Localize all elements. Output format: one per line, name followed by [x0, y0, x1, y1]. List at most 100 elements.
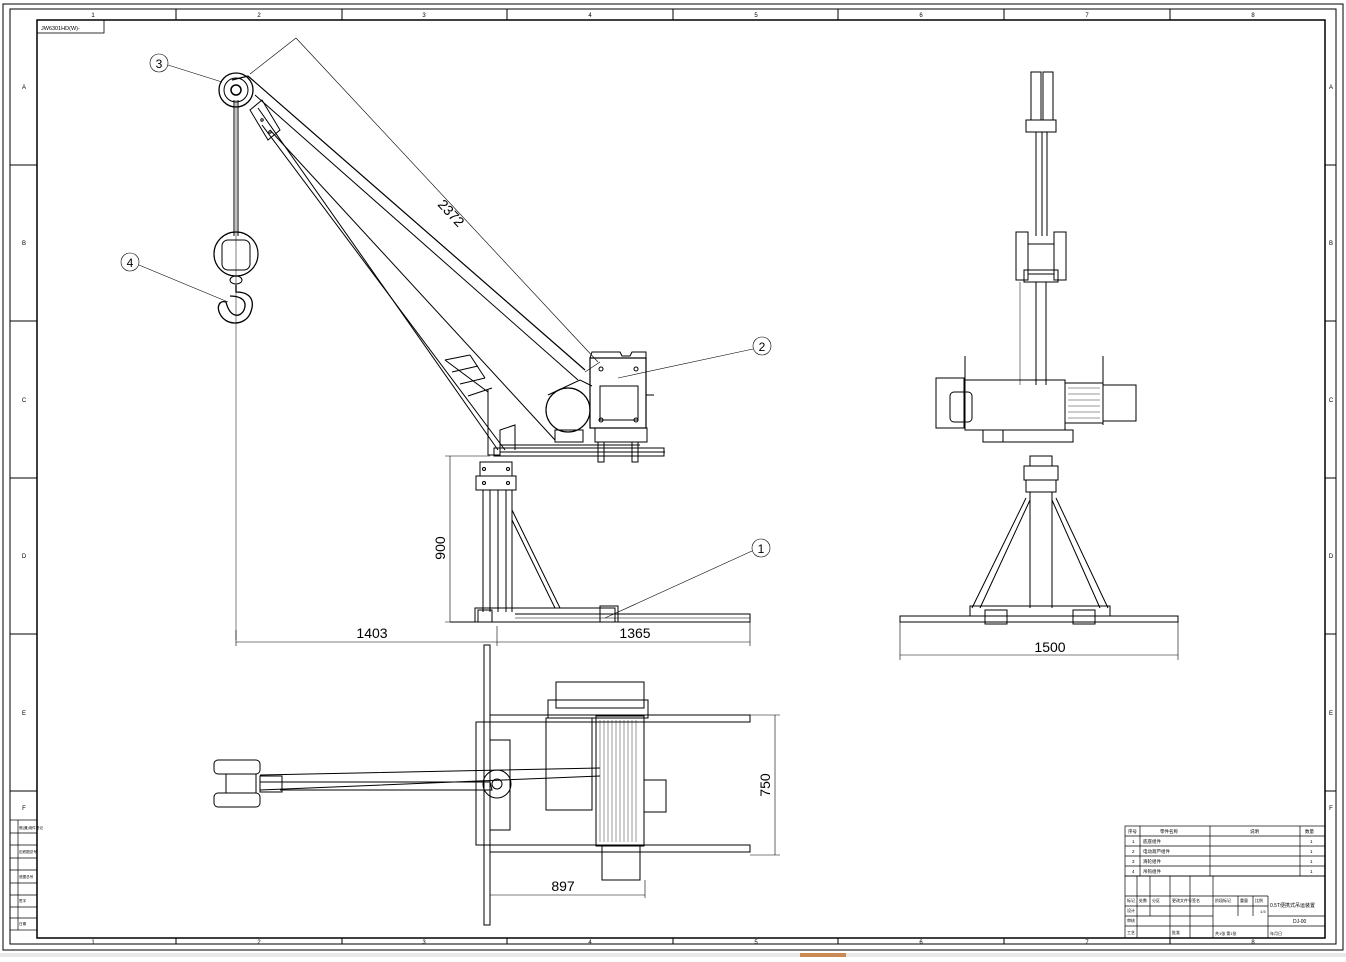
side-view-dimensions: [235, 37, 751, 646]
scale-value: 1:5: [1260, 909, 1266, 914]
grid-row-label: A: [22, 85, 26, 91]
approver-label: 批准: [1172, 929, 1180, 935]
grid-col-label: 5: [754, 13, 758, 19]
scrollbar-accent: [800, 953, 846, 957]
parts-list-text: 序号 零件名称 说明 数量 1 底座组件 1 2 电动葫芦组件 1 3 滑轮组件…: [1128, 828, 1314, 875]
date-label: 年月日: [1270, 930, 1282, 936]
mark-label: 标记: [1127, 897, 1135, 903]
header-note: JW6301HD(W)-: [36, 19, 105, 34]
grid-col-label: 2: [257, 13, 261, 19]
scale-label: 比例: [1255, 897, 1263, 903]
grid-row-label: F: [22, 806, 26, 812]
parts-list-table: [1124, 825, 1326, 877]
title-block: [1124, 875, 1326, 939]
strip-label: 底图总号: [19, 874, 34, 879]
dim-plan-width: 897: [551, 878, 575, 894]
left-record-labels: 借(通)用件登记 旧底图总号 底图总号 签字 日期: [19, 825, 43, 926]
parts-header-note: 说明: [1250, 828, 1259, 835]
grid-col-label: 8: [1251, 13, 1255, 19]
strip-label: 日期: [19, 921, 27, 926]
end-view: [899, 71, 1179, 625]
header-note-text: JW6301HD(W)-: [41, 26, 80, 32]
title-block-text: 0.5T便携式吊运装置 DJ-00 1:5 共1张 第1张 阶段标记 重量 比例…: [1127, 897, 1315, 936]
grid-row-label: C: [1329, 398, 1334, 404]
grid-col-label: 4: [588, 940, 592, 946]
parts-row-no: 4: [1132, 869, 1135, 874]
sheet-count: 共1张 第1张: [1215, 930, 1237, 936]
grid-col-label: 6: [919, 940, 923, 946]
callout-1: 1: [758, 542, 765, 556]
weight-label: 重量: [1240, 897, 1248, 903]
grid-col-label: 6: [919, 13, 923, 19]
grid-row-label: C: [22, 398, 27, 404]
dim-reach-right: 1365: [619, 625, 650, 641]
parts-row-no: 1: [1132, 839, 1135, 844]
dim-plan-depth: 750: [757, 773, 773, 797]
grid-row-label: B: [1329, 241, 1333, 247]
grid-row-label: A: [1329, 85, 1333, 91]
grid-col-label: 7: [1085, 940, 1089, 946]
grid-col-label: 1: [91, 13, 95, 19]
dim-reach-left: 1403: [356, 625, 387, 641]
side-view: [213, 72, 751, 640]
drawing-title: 0.5T便携式吊运装置: [1270, 902, 1315, 909]
parts-header-qty: 数量: [1305, 828, 1314, 835]
callout-leaders: [120, 53, 772, 619]
parts-row-no: 3: [1132, 859, 1135, 864]
parts-header-name: 零件名称: [1160, 828, 1178, 835]
end-view-dimension: [899, 622, 1179, 660]
parts-row-no: 2: [1132, 849, 1135, 854]
grid-col-label: 3: [422, 13, 426, 19]
dim-mast-height: 900: [432, 536, 448, 560]
grid-row-label: D: [22, 554, 27, 560]
parts-row-qty: 1: [1310, 869, 1313, 874]
parts-row-qty: 1: [1310, 839, 1313, 844]
grid-col-label: 8: [1251, 940, 1255, 946]
callout-4: 4: [127, 256, 134, 270]
parts-row-name: 滑轮组件: [1143, 858, 1161, 865]
change-label: 更改文件号: [1172, 897, 1192, 903]
grid-col-label: 5: [754, 940, 758, 946]
process-label: 工艺: [1127, 930, 1135, 935]
parts-row-qty: 1: [1310, 849, 1313, 854]
grid-row-label: E: [1329, 711, 1333, 717]
dim-base-width: 1500: [1034, 639, 1065, 655]
grid-row-label: D: [1329, 554, 1334, 560]
plan-view: [213, 644, 751, 926]
sign-label: 签名: [1192, 897, 1200, 903]
grid-col-label: 3: [422, 940, 426, 946]
plan-view-dimensions: [489, 714, 780, 898]
parts-row-name: 电动葫芦组件: [1143, 848, 1170, 855]
designer-label: 设计: [1127, 907, 1135, 913]
window-bottom-strip: [0, 953, 1346, 957]
grid-column-labels-bottom: 1 2 3 4 5 6 7 8: [91, 940, 1255, 946]
drawing-number: DJ-00: [1293, 919, 1307, 925]
grid-row-labels-right: A B C D E F: [1329, 85, 1334, 812]
grid-row-label: E: [22, 711, 26, 717]
drawing-frame: [2, 3, 1344, 951]
parts-header-no: 序号: [1128, 828, 1137, 835]
parts-row-name: 吊钩组件: [1143, 868, 1161, 875]
zone-label: 分区: [1152, 897, 1160, 903]
grid-col-label: 1: [91, 940, 95, 946]
parts-row-name: 底座组件: [1143, 838, 1161, 845]
grid-col-label: 4: [588, 13, 592, 19]
strip-label: 签字: [19, 898, 27, 903]
count-label: 处数: [1139, 897, 1147, 903]
grid-col-label: 7: [1085, 13, 1089, 19]
callout-3: 3: [156, 57, 163, 71]
strip-label: 借(通)用件登记: [19, 825, 43, 830]
left-record-strip: [9, 819, 38, 931]
stage-label: 阶段标记: [1215, 897, 1231, 903]
parts-row-qty: 1: [1310, 859, 1313, 864]
grid-row-label: F: [1329, 806, 1333, 812]
callout-2: 2: [759, 340, 766, 354]
checker-label: 审核: [1127, 917, 1135, 923]
grid-column-labels-top: 1 2 3 4 5 6 7 8: [91, 13, 1255, 19]
dim-boom-length: 2372: [435, 196, 468, 230]
grid-row-labels-left: A B C D E F: [22, 85, 27, 812]
strip-label: 旧底图总号: [19, 849, 37, 854]
grid-col-label: 2: [257, 940, 261, 946]
grid-row-label: B: [22, 241, 26, 247]
